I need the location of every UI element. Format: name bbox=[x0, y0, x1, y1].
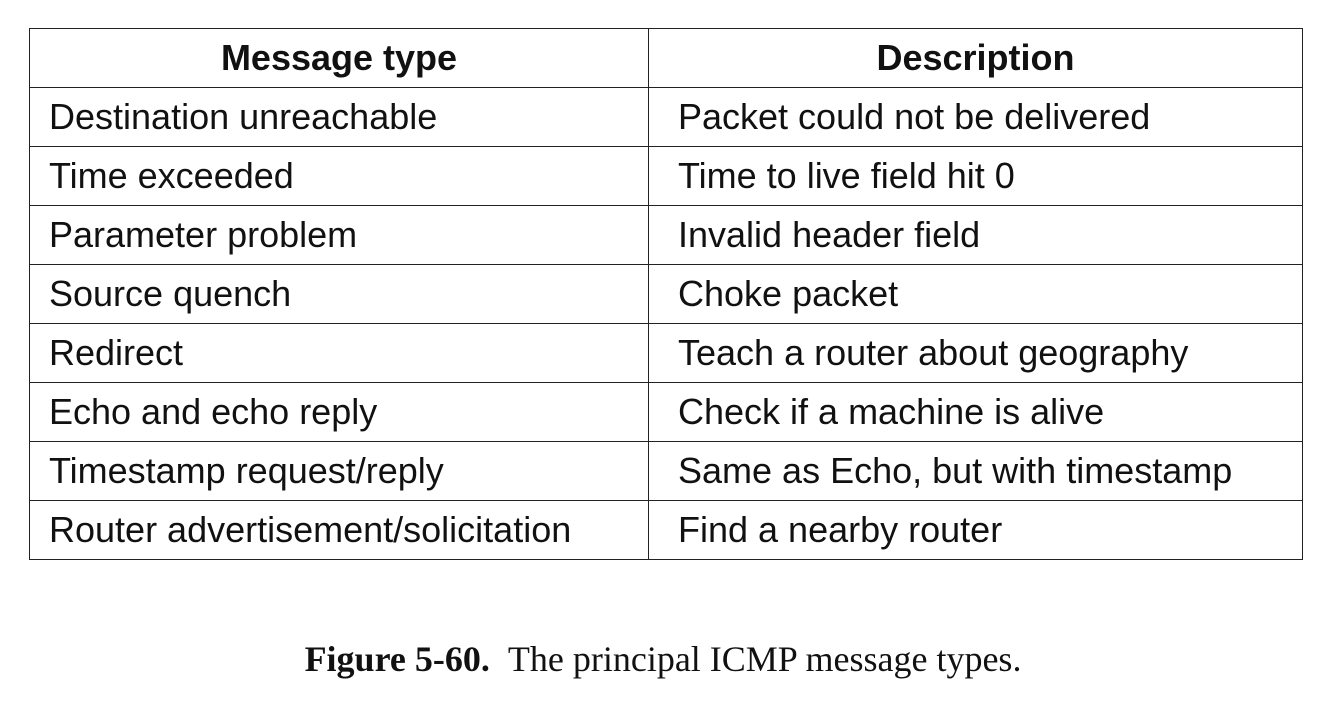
message-type-cell: Parameter problem bbox=[29, 205, 649, 265]
figure-caption-text: The principal ICMP message types. bbox=[507, 639, 1022, 679]
table-row: Destination unreachable Packet could not… bbox=[29, 87, 1303, 147]
table-row: Parameter problem Invalid header field bbox=[29, 205, 1303, 265]
table-row: Time exceeded Time to live field hit 0 bbox=[29, 146, 1303, 206]
figure-caption: Figure 5-60. The principal ICMP message … bbox=[0, 638, 1326, 680]
description-cell: Same as Echo, but with timestamp bbox=[648, 441, 1303, 501]
column-header-description: Description bbox=[648, 28, 1303, 88]
message-type-cell: Echo and echo reply bbox=[29, 382, 649, 442]
figure-number: Figure 5-60. bbox=[304, 639, 490, 679]
table-row: Source quench Choke packet bbox=[29, 264, 1303, 324]
message-type-cell: Redirect bbox=[29, 323, 649, 383]
description-cell: Choke packet bbox=[648, 264, 1303, 324]
description-cell: Packet could not be delivered bbox=[648, 87, 1303, 147]
description-cell: Time to live field hit 0 bbox=[648, 146, 1303, 206]
column-header-message-type: Message type bbox=[29, 28, 649, 88]
icmp-message-types-table: Message type Description Destination unr… bbox=[29, 28, 1303, 560]
message-type-cell: Time exceeded bbox=[29, 146, 649, 206]
message-type-cell: Router advertisement/solicitation bbox=[29, 500, 649, 560]
table-row: Redirect Teach a router about geography bbox=[29, 323, 1303, 383]
table-row: Timestamp request/reply Same as Echo, bu… bbox=[29, 441, 1303, 501]
message-type-cell: Destination unreachable bbox=[29, 87, 649, 147]
message-type-cell: Timestamp request/reply bbox=[29, 441, 649, 501]
description-cell: Invalid header field bbox=[648, 205, 1303, 265]
message-type-cell: Source quench bbox=[29, 264, 649, 324]
table-row: Router advertisement/solicitation Find a… bbox=[29, 500, 1303, 560]
table-header-row: Message type Description bbox=[29, 28, 1303, 88]
description-cell: Find a nearby router bbox=[648, 500, 1303, 560]
description-cell: Check if a machine is alive bbox=[648, 382, 1303, 442]
table-row: Echo and echo reply Check if a machine i… bbox=[29, 382, 1303, 442]
description-cell: Teach a router about geography bbox=[648, 323, 1303, 383]
